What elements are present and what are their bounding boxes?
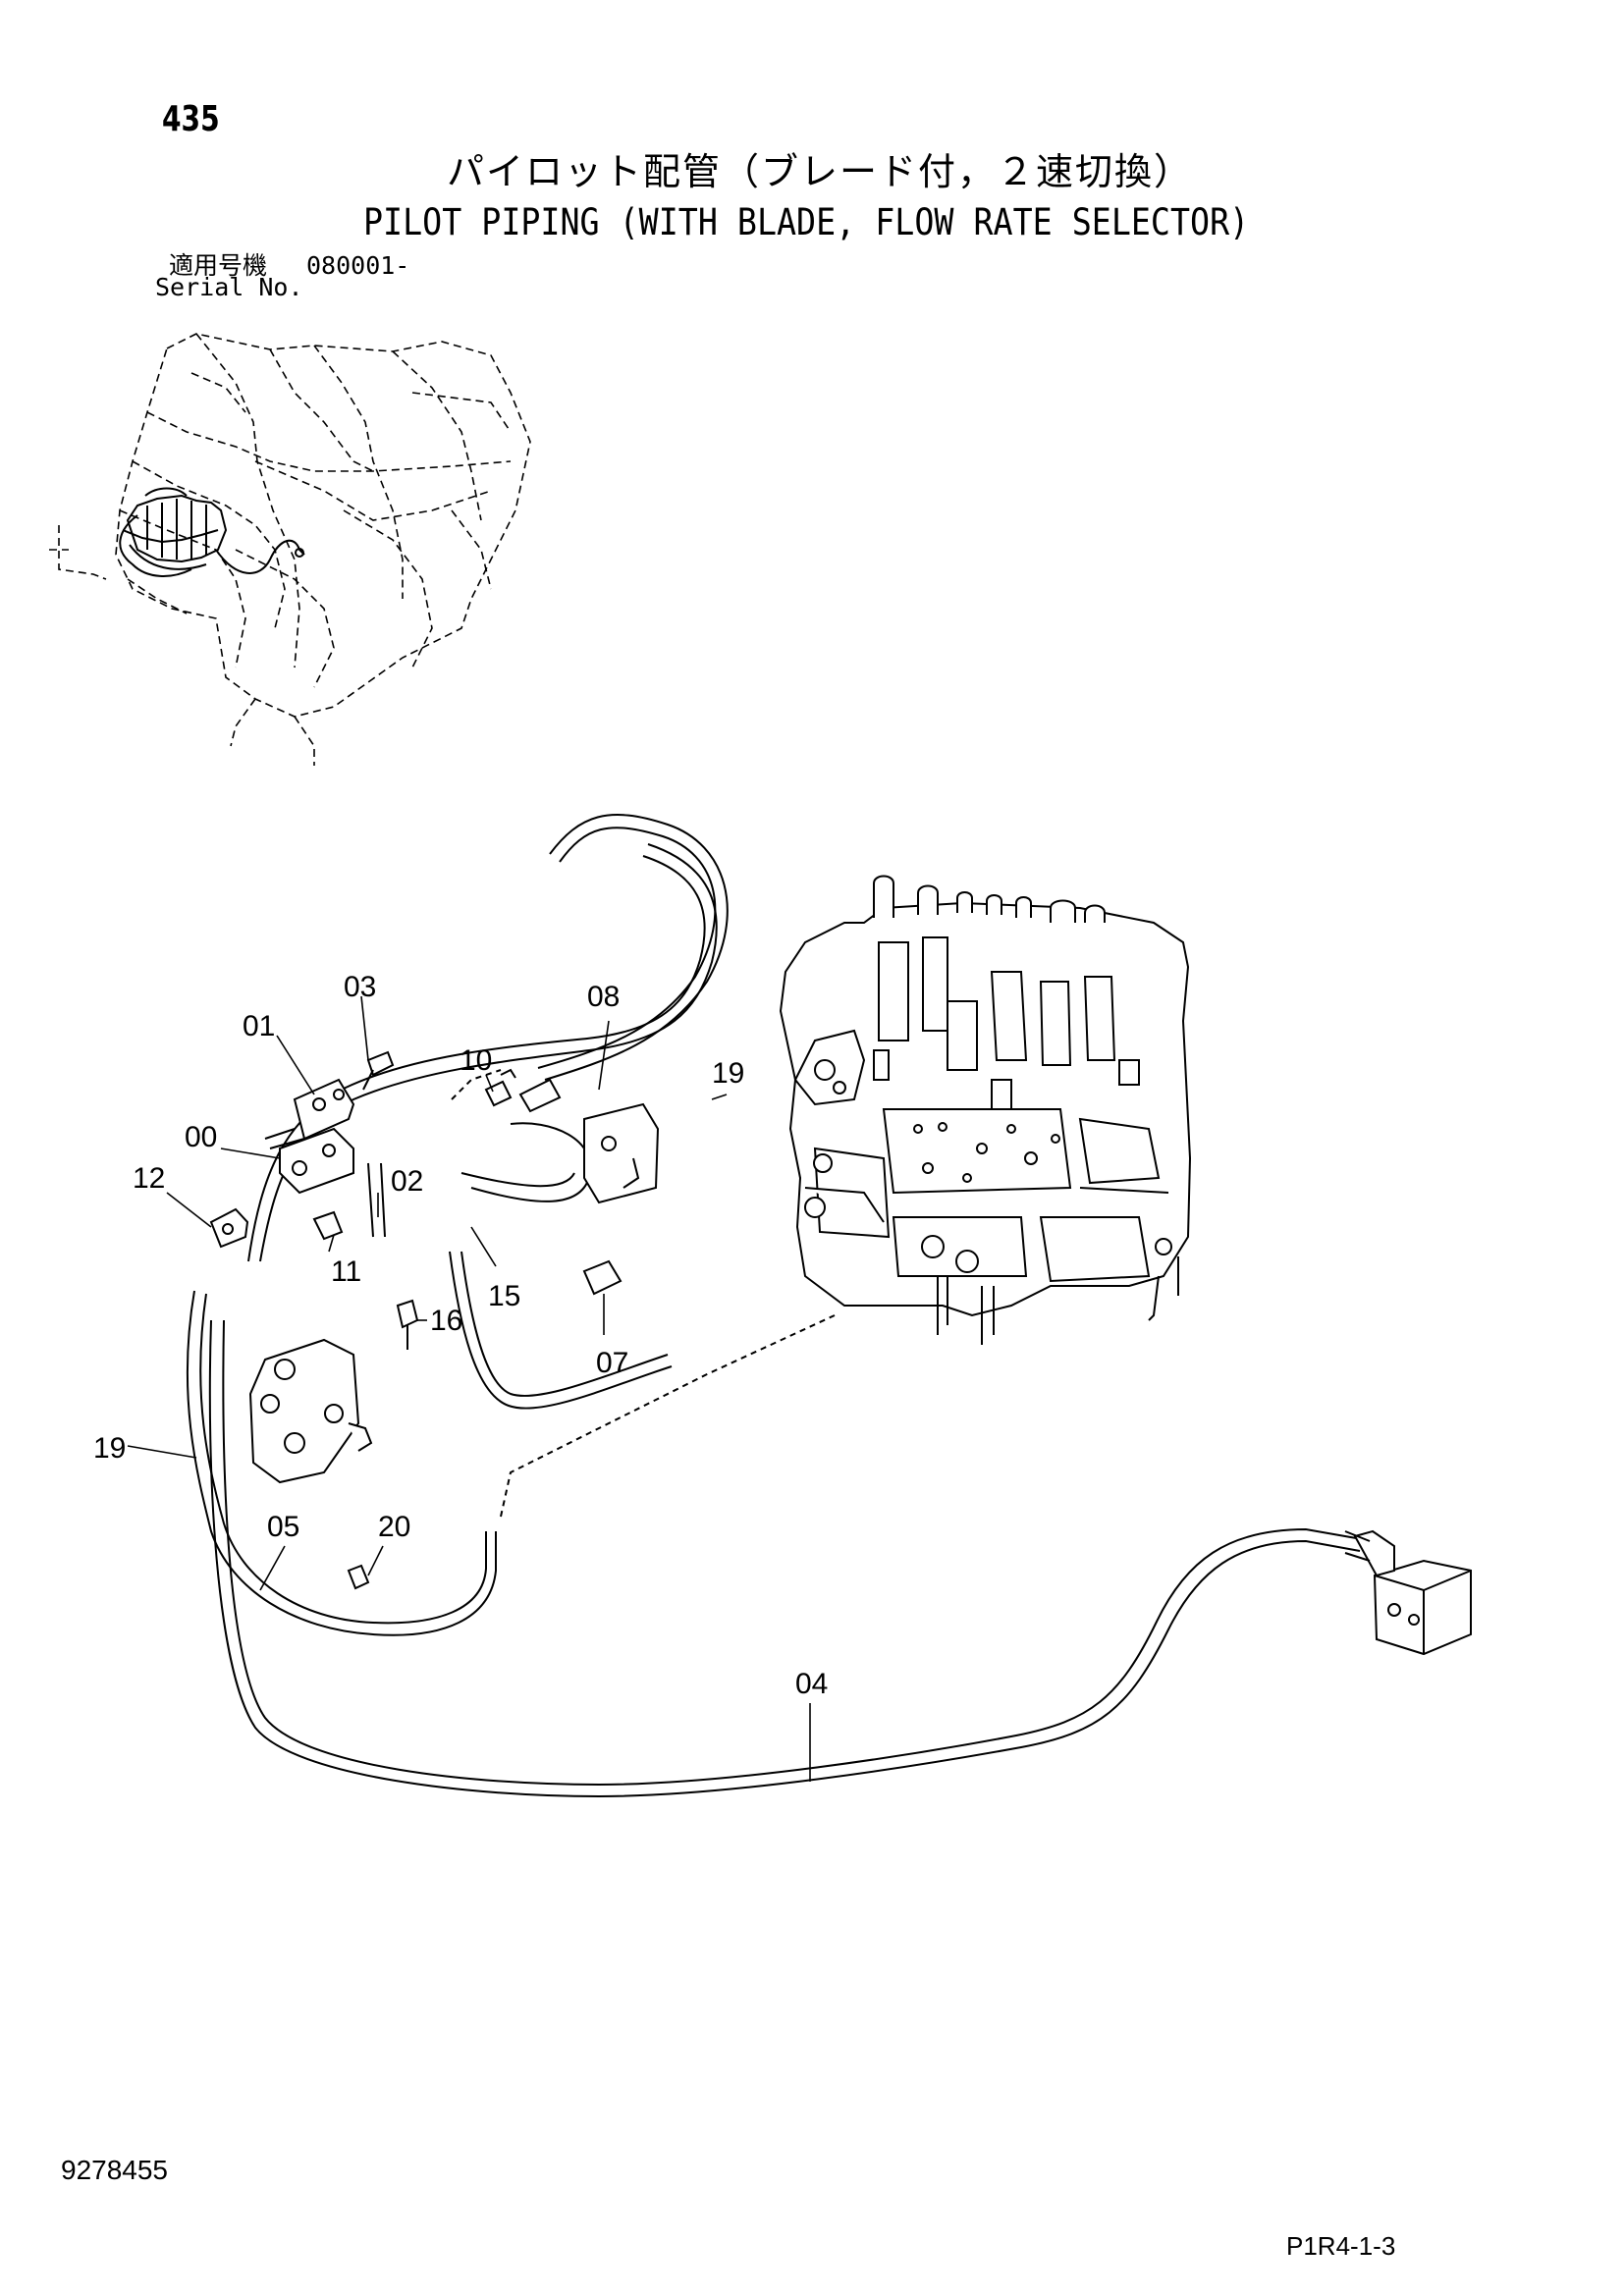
page-code: P1R4-1-3 <box>1286 2231 1396 2261</box>
cab-overview-illustration <box>49 333 531 766</box>
callout-04: 04 <box>795 1668 828 1700</box>
callout-00: 00 <box>185 1121 217 1153</box>
serial-number-value: 080001- <box>306 251 410 280</box>
callout-05: 05 <box>267 1511 299 1543</box>
control-valve-assembly <box>779 875 1192 1345</box>
callout-15: 15 <box>488 1280 520 1312</box>
callout-11: 11 <box>331 1255 361 1288</box>
page-number: 435 <box>162 99 220 139</box>
callout-02: 02 <box>391 1165 423 1198</box>
document-number: 9278455 <box>61 2155 169 2185</box>
fittings <box>209 1050 1472 1656</box>
title-english: PILOT PIPING (WITH BLADE, FLOW RATE SELE… <box>363 201 1250 243</box>
leader-lines <box>127 995 811 1782</box>
callout-03: 03 <box>344 971 376 1003</box>
callout-07: 07 <box>596 1347 628 1379</box>
title-japanese: パイロット配管（ブレード付，２速切換） <box>447 150 1194 193</box>
callout-12: 12 <box>133 1162 165 1195</box>
callout-19-lower: 19 <box>93 1432 126 1465</box>
serial-label-english: Serial No. <box>155 273 303 301</box>
callout-16: 16 <box>430 1305 462 1337</box>
callout-10: 10 <box>460 1044 492 1077</box>
callout-01: 01 <box>243 1010 275 1042</box>
callout-20: 20 <box>378 1511 410 1543</box>
serial-label-japanese: 適用号機 <box>169 251 268 280</box>
callout-08: 08 <box>587 981 620 1013</box>
cab-pilot-valve-detail <box>119 487 305 577</box>
callout-labels: 03 01 08 10 19 00 02 12 11 15 16 07 19 0… <box>93 971 828 1700</box>
callout-19-upper: 19 <box>712 1057 744 1090</box>
